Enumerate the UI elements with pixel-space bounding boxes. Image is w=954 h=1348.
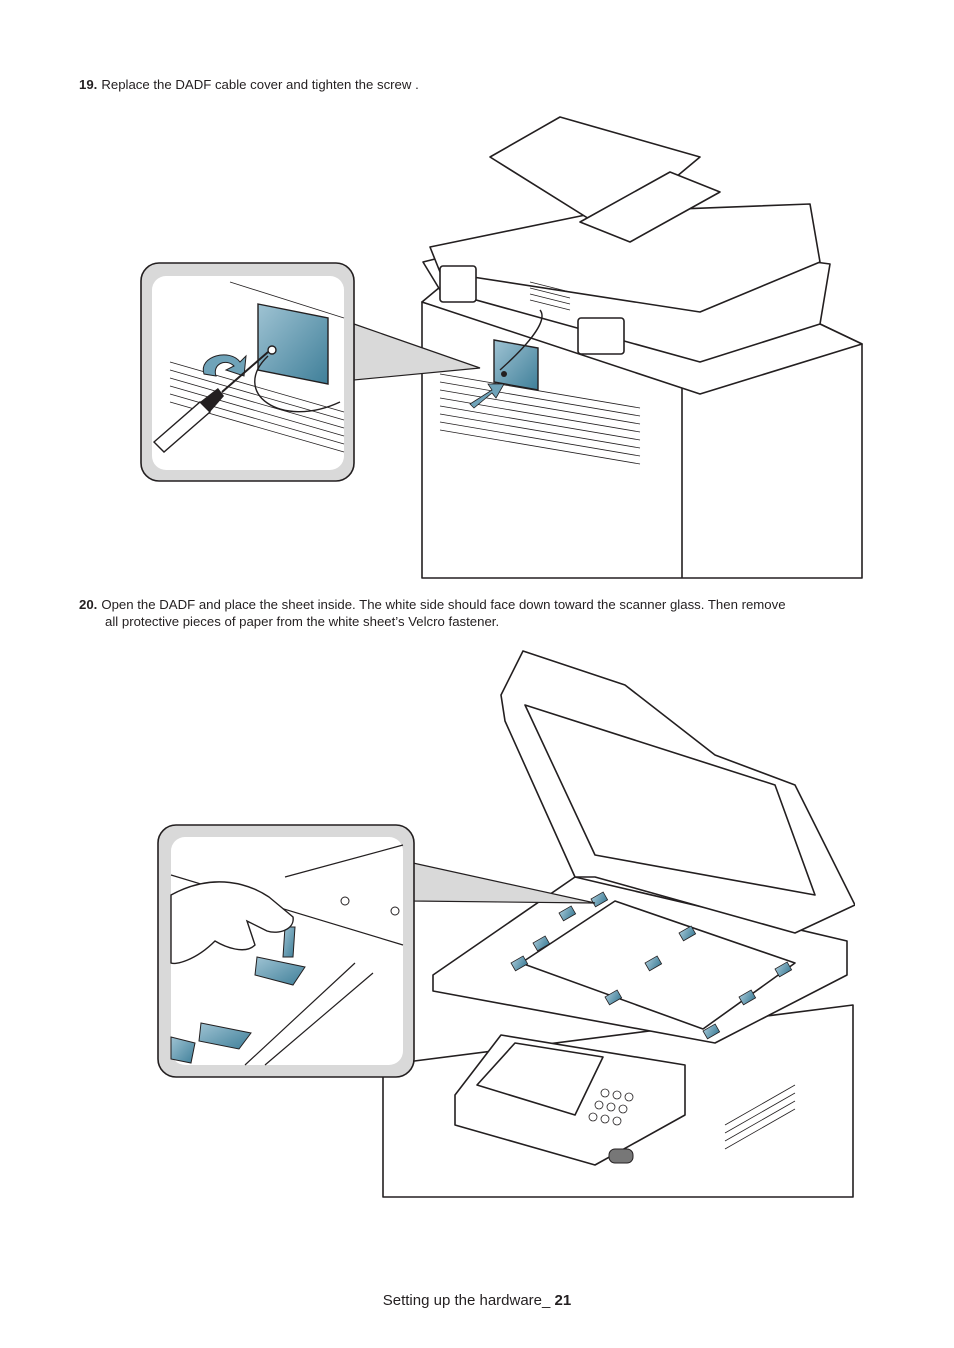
dadf-cable-cover-illustration [140, 116, 863, 579]
page-footer: Setting up the hardware_ 21 [0, 1292, 954, 1309]
step-number: 20. [79, 597, 98, 612]
step-19: 19.Replace the DADF cable cover and tigh… [79, 76, 879, 93]
step-text-continued: all protective pieces of paper from the … [105, 614, 500, 629]
page-number: 21 [554, 1292, 572, 1309]
open-dadf-sheet-illustration [157, 650, 855, 1198]
footer-text: Setting up the hardware_ [382, 1292, 555, 1309]
step-text: Replace the DADF cable cover and tighten… [101, 77, 419, 92]
step-20: 20.Open the DADF and place the sheet ins… [79, 596, 879, 630]
step-number: 19. [79, 77, 98, 92]
step-text: Open the DADF and place the sheet inside… [101, 597, 786, 612]
